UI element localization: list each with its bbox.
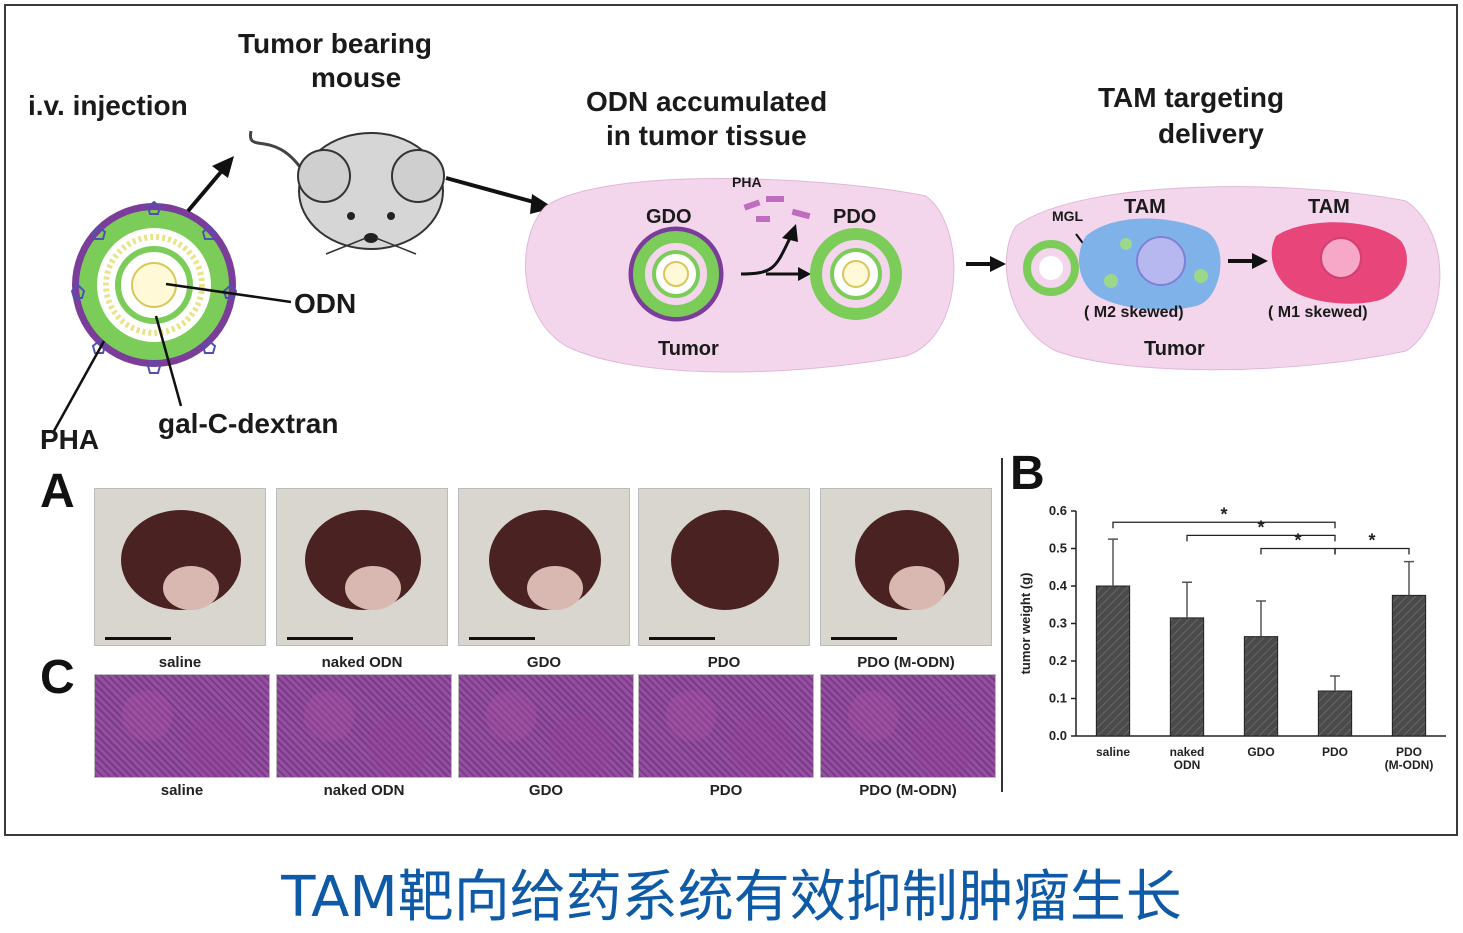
tam-label-m1: TAM xyxy=(1308,196,1350,218)
bar xyxy=(1391,594,1427,737)
y-tick-label: 0.0 xyxy=(1049,728,1067,743)
liver-photo xyxy=(276,488,448,646)
mouse-icon xyxy=(248,130,445,255)
x-tick-label: (M-ODN) xyxy=(1385,758,1434,772)
tumor-weight-chart: 0.0 0.1 0.2 0.3 0.4 0.5 0.6 tumor weight (g) sal… xyxy=(1018,503,1446,772)
tumor-region xyxy=(525,178,955,373)
x-tick-label: naked xyxy=(1170,745,1205,759)
tam-target-title-2: delivery xyxy=(1158,118,1264,149)
nanoparticle-icon xyxy=(70,200,238,374)
figure-frame: i.v. injection Tumor bearing mouse ODN a… xyxy=(4,4,1458,836)
tam-m1-cell xyxy=(1271,222,1407,304)
y-tick-label: 0.2 xyxy=(1049,653,1067,668)
injection-label: i.v. injection xyxy=(28,90,188,121)
panel-a-label: A xyxy=(40,465,75,518)
panel-c-caption: PDO xyxy=(709,782,743,799)
y-tick-label: 0.1 xyxy=(1049,691,1067,706)
panel-b-divider xyxy=(1001,458,1003,792)
gal-c-dextran-label: gal-C-dextran xyxy=(158,408,339,439)
scale-bar xyxy=(287,637,353,640)
y-axis-label: tumor weight (g) xyxy=(1018,573,1033,675)
pdo-particle xyxy=(810,228,902,320)
panel-a-caption: saline xyxy=(158,654,202,671)
significance-mark: * xyxy=(1368,531,1375,551)
slide-caption: TAM靶向给药系统有效抑制肿瘤生长 xyxy=(281,865,1182,930)
panel-c-label: C xyxy=(40,651,75,704)
panel-a-caption: naked ODN xyxy=(321,654,403,671)
he-section-image xyxy=(638,674,814,778)
liver-photo xyxy=(638,488,810,646)
m2-skewed-label: ( M2 skewed) xyxy=(1084,304,1184,321)
schematic-drawing xyxy=(52,130,1441,432)
x-tick-label: ODN xyxy=(1174,758,1201,772)
x-tick-label: PDO xyxy=(1322,745,1348,759)
panel-a-caption: GDO xyxy=(526,654,562,671)
scale-bar xyxy=(649,637,715,640)
mgl-label: MGL xyxy=(1052,208,1084,224)
panel-c-caption: saline xyxy=(160,782,204,799)
tumor-label-2: Tumor xyxy=(1144,338,1205,360)
bar xyxy=(1317,690,1353,737)
panel-a-caption: PDO xyxy=(707,654,741,671)
bar xyxy=(1095,585,1131,737)
he-section-image xyxy=(458,674,634,778)
x-tick-label: saline xyxy=(1096,745,1130,759)
tumor-label-1: Tumor xyxy=(658,338,719,360)
liver-photo xyxy=(820,488,992,646)
odn-label: ODN xyxy=(294,288,357,319)
he-section-image xyxy=(94,674,270,778)
pha-label: PHA xyxy=(40,424,100,455)
x-tick-label: PDO xyxy=(1396,745,1422,759)
m1-skewed-label: ( M1 skewed) xyxy=(1268,304,1368,321)
significance-mark: * xyxy=(1294,531,1301,551)
panel-c-caption: naked ODN xyxy=(323,782,405,799)
he-section-image xyxy=(820,674,996,778)
mouse-title-line2: mouse xyxy=(311,62,402,93)
y-tick-label: 0.6 xyxy=(1049,503,1067,518)
significance-bracket xyxy=(1186,534,1336,542)
significance-mark: * xyxy=(1257,517,1264,537)
bound-particle xyxy=(1023,240,1079,296)
pha-small-label: PHA xyxy=(732,174,762,190)
significance-bracket xyxy=(1112,521,1336,529)
gdo-particle xyxy=(628,226,724,322)
scale-bar xyxy=(831,637,897,640)
mouse-title-line1: Tumor bearing xyxy=(238,28,432,59)
significance-bracket xyxy=(1334,547,1410,555)
y-tick-label: 0.3 xyxy=(1049,616,1067,631)
pdo-label: PDO xyxy=(833,206,877,228)
panel-b-label: B xyxy=(1010,447,1045,500)
odn-accum-title-1: ODN accumulated xyxy=(586,86,828,117)
panel-a-caption: PDO (M-ODN) xyxy=(857,654,955,671)
scale-bar xyxy=(105,637,171,640)
significance-mark: * xyxy=(1220,504,1227,524)
bar xyxy=(1243,636,1279,737)
liver-photo xyxy=(94,488,266,646)
panel-c-caption: PDO (M-ODN) xyxy=(859,782,957,799)
x-tick-label: GDO xyxy=(1247,745,1274,759)
y-tick-label: 0.5 xyxy=(1049,541,1067,556)
odn-accum-title-2: in tumor tissue xyxy=(606,120,807,151)
liver-photo xyxy=(458,488,630,646)
bar xyxy=(1169,617,1205,737)
he-section-image xyxy=(276,674,452,778)
tam-target-title-1: TAM targeting xyxy=(1098,82,1285,113)
scale-bar xyxy=(469,637,535,640)
tam-label-m2: TAM xyxy=(1124,196,1166,218)
gdo-label: GDO xyxy=(646,206,692,228)
y-tick-label: 0.4 xyxy=(1049,578,1068,593)
tam-m2-cell xyxy=(1079,218,1221,311)
panel-c-caption: GDO xyxy=(528,782,564,799)
